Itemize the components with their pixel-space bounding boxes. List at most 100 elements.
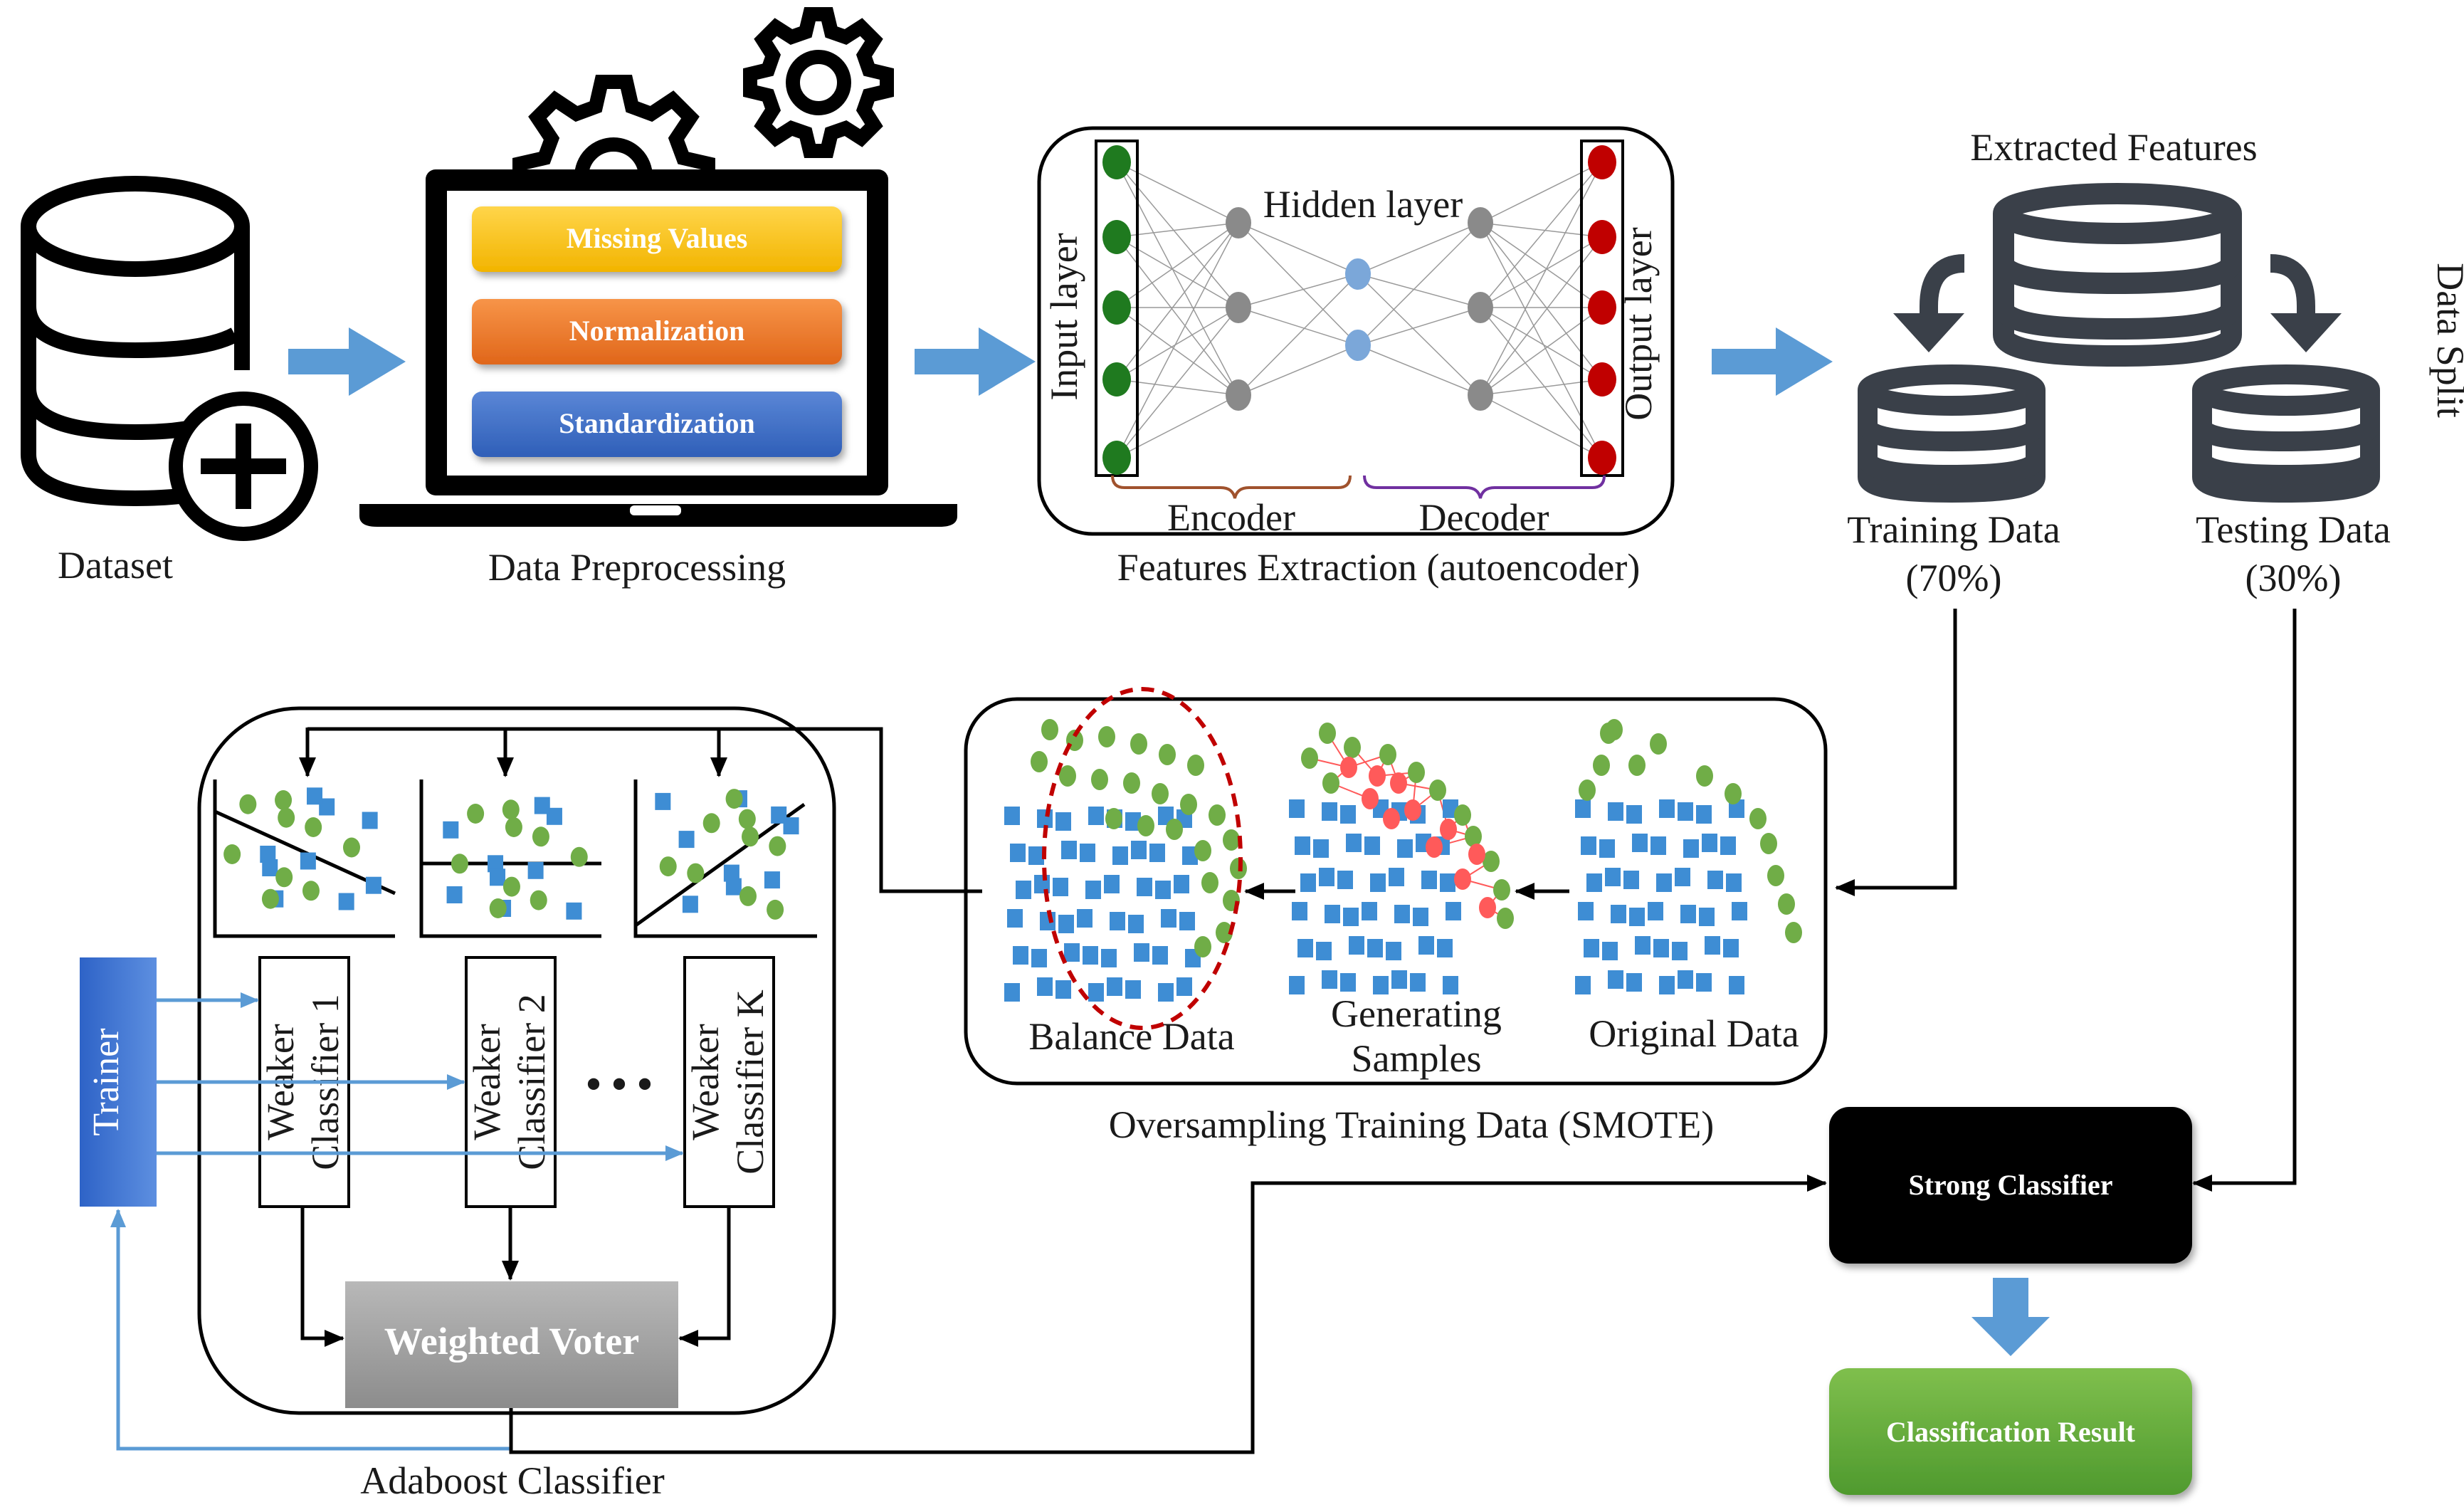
sample-square	[1623, 871, 1639, 889]
encoder-label: Encoder	[1167, 496, 1295, 539]
sample-point	[1059, 765, 1076, 787]
sample-point	[1390, 772, 1407, 794]
sample-square	[1702, 834, 1717, 852]
sample-point	[1159, 744, 1176, 765]
input-layer-frame	[1095, 140, 1139, 477]
extracted-features-label: Extracted Features	[1970, 126, 2257, 169]
plot-classifier-2	[419, 779, 601, 938]
sample-square	[1389, 868, 1404, 886]
sample-point	[1344, 737, 1361, 758]
plot-point	[489, 898, 507, 918]
sample-square	[1037, 977, 1053, 996]
sample-square	[1659, 976, 1675, 994]
plot-square	[725, 878, 742, 896]
plot-point	[275, 867, 293, 888]
sample-square	[1107, 977, 1122, 996]
weighted-voter-label: Weighted Voter	[384, 1320, 640, 1363]
plot-point	[659, 856, 677, 877]
sample-square	[1443, 976, 1458, 994]
sample-square	[1112, 846, 1128, 865]
sample-point	[1497, 908, 1514, 929]
plot-point	[305, 817, 322, 837]
sample-square	[1337, 871, 1353, 889]
classification-result-label: Classification Result	[1886, 1416, 2136, 1448]
sample-point	[1483, 851, 1500, 872]
hidden-layer-label: Hidden layer	[1263, 183, 1463, 226]
connection-line	[1238, 307, 1359, 346]
sample-square	[1322, 970, 1337, 989]
sample-square	[1720, 836, 1736, 855]
sample-square	[1672, 942, 1688, 960]
weak-classifier-plots	[213, 779, 817, 938]
neuron	[1588, 441, 1616, 475]
sample-square	[1125, 980, 1141, 999]
original-data-label: Original Data	[1589, 1012, 1799, 1055]
sample-point	[1579, 779, 1596, 801]
sample-point	[1091, 769, 1108, 790]
sample-point	[1223, 829, 1240, 851]
plot-point	[725, 789, 743, 809]
sample-point	[1322, 772, 1339, 794]
plot-classifier-1	[213, 779, 396, 938]
normalization-label: Normalization	[569, 315, 745, 347]
training-pct-label: (70%)	[1906, 557, 2002, 599]
sample-square	[1104, 875, 1120, 893]
split-left-arrow-icon	[1893, 254, 1965, 352]
sample-square	[1602, 942, 1618, 960]
neuron	[1226, 207, 1251, 238]
sample-point	[1725, 783, 1742, 804]
neuron	[1468, 207, 1493, 238]
sample-square	[1659, 799, 1675, 818]
sample-point	[1031, 751, 1048, 772]
sample-point	[1301, 747, 1318, 769]
sample-point	[1340, 757, 1357, 778]
plot-point	[502, 799, 520, 820]
sample-square	[1340, 805, 1356, 824]
plot-square	[307, 787, 323, 805]
sample-square	[1349, 936, 1364, 955]
sample-point	[1194, 936, 1211, 957]
split-right-arrow-icon	[2270, 254, 2342, 352]
plot-point	[738, 809, 756, 829]
sample-square	[1705, 936, 1720, 955]
output-layer-frame	[1580, 140, 1624, 477]
neuron	[1345, 330, 1371, 361]
strong-classifier-box	[1829, 1107, 2192, 1264]
sample-point	[1454, 868, 1471, 890]
sample-square	[1004, 983, 1020, 1002]
sample-point	[1123, 772, 1140, 794]
plot-point	[502, 876, 520, 897]
connection-line	[1357, 307, 1481, 346]
sample-square	[1575, 799, 1591, 818]
plot-point	[261, 888, 279, 909]
plot-point	[342, 837, 360, 858]
strong-classifier-label: Strong Classifier	[1908, 1169, 2112, 1201]
weak-classifier-k-line1: Weaker	[684, 1024, 727, 1140]
input-layer-label: Input layer	[1043, 233, 1085, 400]
sample-square	[1289, 976, 1305, 994]
arrow-preprocessing-autoencoder	[915, 327, 1036, 396]
sample-square	[1653, 939, 1669, 957]
sample-square	[1055, 812, 1071, 831]
plot-point	[702, 813, 720, 834]
plot-point	[741, 826, 759, 847]
sample-point	[1379, 744, 1396, 765]
sample-point	[1404, 799, 1421, 821]
sample-square	[1016, 881, 1031, 899]
sample-square	[1161, 909, 1176, 928]
sample-square	[1176, 977, 1192, 996]
testing-pct-label: (30%)	[2245, 557, 2342, 599]
arrow-dataset-preprocessing	[288, 327, 406, 396]
neuron	[1226, 292, 1251, 323]
plot-point	[451, 854, 468, 874]
plot-point	[467, 804, 485, 824]
plot-point	[239, 794, 257, 814]
dataset-label: Dataset	[58, 544, 173, 587]
sample-square	[1179, 912, 1195, 930]
sample-square	[1410, 973, 1426, 992]
sample-point	[1369, 765, 1386, 787]
generating-label: Generating	[1331, 992, 1502, 1035]
database-plus-icon	[21, 176, 318, 541]
standardization-button: Standardization	[472, 392, 842, 457]
plot-square	[362, 812, 378, 829]
